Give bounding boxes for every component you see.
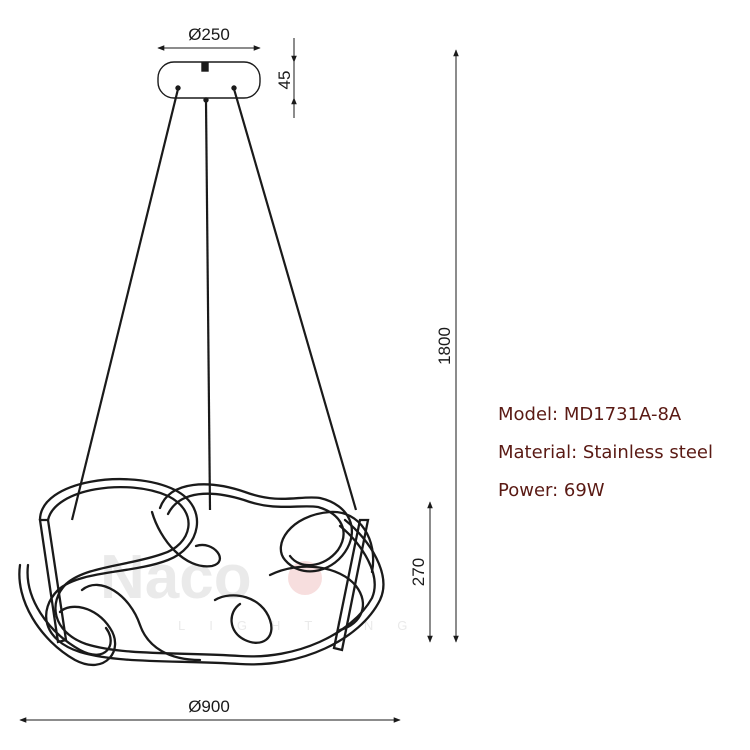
canopy-diameter-dimension: Ø250: [157, 25, 261, 51]
overall-height-label: 1800: [435, 327, 454, 365]
fixture-height-label: 270: [409, 558, 428, 586]
spec-material: Material: Stainless steel: [498, 442, 713, 463]
led-ring-fixture: [18, 478, 385, 667]
brand-watermark: Naco LIGHTING: [100, 543, 431, 633]
ceiling-canopy: [157, 61, 261, 103]
spec-power: Power: 69W: [498, 480, 605, 501]
canopy-height-label: 45: [275, 71, 294, 90]
canopy-height-dimension: 45: [275, 38, 297, 118]
watermark-tagline: LIGHTING: [178, 618, 431, 633]
canopy-diameter-label: Ø250: [188, 25, 230, 44]
suspension-cables: [70, 88, 358, 521]
spec-model: Model: MD1731A-8A: [498, 404, 682, 425]
fixture-height-dimension: 270: [409, 501, 433, 643]
fixture-diameter-label: Ø900: [188, 697, 230, 716]
overall-height-dimension: 1800: [435, 49, 459, 643]
fixture-diameter-dimension: Ø900: [19, 697, 401, 723]
